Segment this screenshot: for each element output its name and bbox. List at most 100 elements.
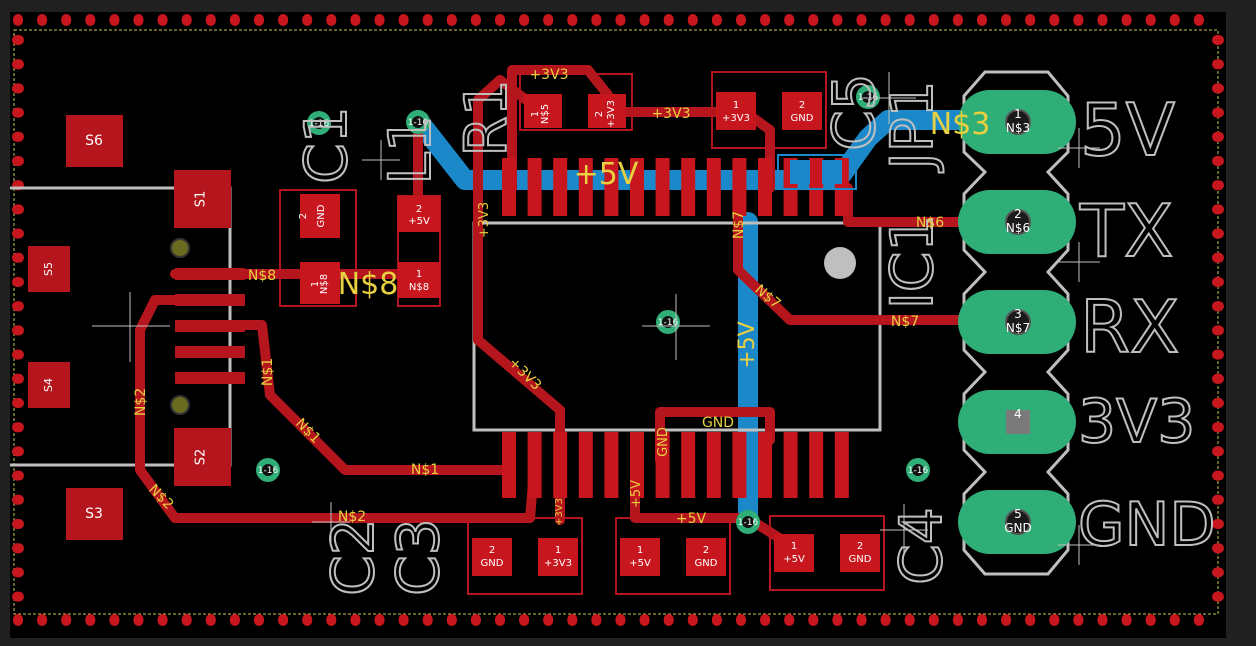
edge-pad (12, 156, 24, 166)
usb-pad-s5 (28, 246, 70, 292)
net-label-n2-vert: N$2 (133, 388, 149, 416)
edge-pad (1212, 325, 1224, 336)
silk-c2: C2 (319, 518, 387, 595)
ic1-pin-top (706, 158, 721, 216)
c3-pad-2 (686, 538, 726, 576)
edge-pad (1193, 614, 1204, 626)
edge-pad (1121, 614, 1132, 626)
edge-pad (109, 614, 120, 626)
net-label-n7: N$7 (891, 314, 919, 330)
c5-pad-2 (782, 92, 822, 130)
edge-pad (398, 14, 409, 26)
edge-pad (12, 519, 24, 529)
ic1-pin-top (604, 158, 619, 216)
usb-label-s1: S1 (194, 191, 209, 208)
c1-pad-1 (300, 262, 340, 304)
edge-pad (470, 614, 481, 626)
ic1-pin-top (809, 158, 824, 216)
edge-pad (1212, 398, 1224, 408)
usb-label-s5: S5 (42, 262, 55, 276)
edge-pad (37, 614, 48, 626)
edge-pad (446, 14, 457, 26)
edge-pad (12, 252, 24, 263)
ic1-pin-top (578, 158, 593, 216)
c4-outline (769, 515, 885, 591)
l1-pad1-net: N$8 (409, 282, 429, 293)
edge-pad (808, 14, 819, 26)
edge-pad (1049, 14, 1060, 26)
silk-c1: C1 (292, 106, 360, 183)
ic1-pin-bottom (502, 432, 516, 498)
net-label-3v3-bottom: +3V3 (554, 498, 565, 526)
c1-pad-2 (300, 194, 340, 238)
edge-pad (205, 14, 216, 26)
edge-pad (470, 14, 481, 26)
via-hole (862, 91, 874, 103)
c5-pad1-num: 1 (733, 100, 739, 111)
via-hole (412, 116, 424, 128)
edge-pad (12, 422, 24, 433)
edge-pad (350, 14, 361, 26)
edge-pad (711, 14, 722, 26)
via-label: 1-16 (658, 318, 679, 328)
header-pin-hole (1005, 509, 1031, 535)
header-pin-square (1006, 410, 1030, 434)
edge-pad (254, 614, 264, 626)
edge-pad (374, 614, 385, 626)
edge-pad (1212, 156, 1224, 166)
edge-pad (1049, 614, 1060, 626)
header-pin-net: N$7 (1006, 321, 1030, 335)
edge-pad (615, 614, 626, 626)
net-label-5v-bottom-vert: +5V (629, 480, 644, 508)
net-label-3v3-left: +3V3 (477, 202, 492, 238)
c5-pad1-net: +3V3 (722, 113, 750, 124)
c1-pad1-num: 1 (310, 281, 321, 287)
edge-pad (85, 14, 96, 26)
edge-pad (12, 349, 24, 360)
edge-pad (1212, 301, 1224, 312)
edge-pad (302, 14, 313, 26)
edge-pad (1212, 494, 1224, 505)
edge-pad (12, 277, 24, 287)
l1-pad2-net: +5V (408, 216, 430, 227)
edge-pad (784, 614, 795, 626)
usb-pad-s2 (174, 428, 231, 486)
component-jp1 (777, 154, 857, 190)
edge-pad (12, 107, 24, 118)
via-hole (662, 316, 674, 328)
edge-pad (61, 614, 72, 626)
c2-pad1-net: +3V3 (544, 558, 572, 569)
via-label: 1-16 (908, 466, 929, 476)
ic1-pin-bottom (834, 432, 849, 498)
via-hole (742, 516, 754, 528)
ic1-pin-bottom (732, 432, 747, 498)
edge-pad (133, 14, 144, 26)
edge-pad (1212, 543, 1224, 554)
edge-pad (12, 35, 24, 45)
edge-pad (398, 614, 409, 626)
usb-pad-s6 (66, 115, 123, 167)
silk-pin-3v3: 3V3 (1078, 387, 1195, 457)
edge-pad (109, 14, 120, 26)
edge-pad (880, 14, 891, 26)
edge-pad (12, 228, 24, 239)
edge-pad (952, 614, 963, 626)
edge-pad (1212, 204, 1224, 215)
component-l1: 2 +5V 1 N$8 (397, 195, 441, 307)
edge-pad (12, 325, 24, 336)
edge-pad (615, 14, 626, 26)
edge-pad (326, 14, 337, 26)
edge-pad (1145, 614, 1156, 626)
edge-pad (12, 301, 24, 312)
edge-pad (832, 14, 843, 26)
c2-pad-2 (472, 538, 512, 576)
header-pin-net: N$6 (1006, 221, 1030, 235)
edge-pad (1212, 59, 1224, 70)
silk-c3: C3 (384, 518, 452, 595)
r1-pad-2 (588, 94, 626, 128)
edge-pad (254, 14, 264, 26)
via-label: 1-16 (738, 518, 759, 528)
ic1-pin-bottom (630, 432, 644, 498)
edge-pad (12, 373, 24, 384)
